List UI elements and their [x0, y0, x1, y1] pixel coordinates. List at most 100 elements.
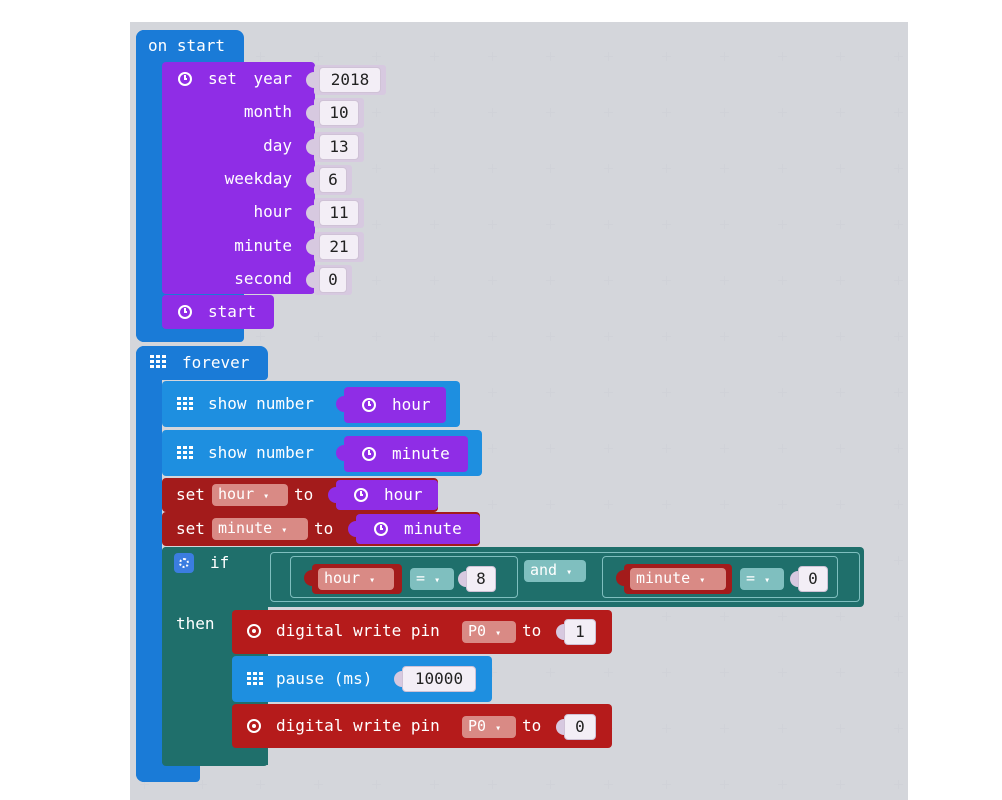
grid-mark — [604, 332, 613, 341]
pause-label: pause (ms) — [276, 669, 373, 688]
grid-mark — [430, 780, 439, 789]
number-input[interactable]: 0 — [564, 714, 596, 740]
number-input[interactable]: 8 — [466, 566, 496, 592]
hour-reporter[interactable] — [336, 480, 438, 510]
grid-mark — [662, 276, 671, 285]
grid-mark — [720, 332, 729, 341]
number-input[interactable]: 0 — [798, 566, 828, 592]
grid-mark — [894, 220, 903, 229]
grid-mark — [778, 500, 787, 509]
minute-variable-dropdown[interactable]: minute ▾ — [212, 518, 308, 540]
grid-mark — [720, 668, 729, 677]
grid-mark — [778, 220, 787, 229]
set-time-block[interactable] — [162, 62, 315, 294]
grid-mark — [372, 332, 381, 341]
socket — [304, 570, 312, 586]
grid-mark — [836, 220, 845, 229]
time-field-input[interactable]: 21 — [319, 233, 359, 260]
grid-mark — [604, 444, 613, 453]
grid-mark — [430, 52, 439, 61]
operator-dropdown[interactable]: = ▾ — [410, 568, 454, 590]
hour-variable-label: hour — [324, 569, 361, 587]
gear-icon[interactable] — [174, 553, 194, 573]
grid-mark — [488, 668, 497, 677]
digital-write-label: digital write pin — [276, 716, 440, 735]
operator-dropdown[interactable]: = ▾ — [740, 568, 784, 590]
time-field-label: hour — [253, 202, 292, 222]
grid-mark — [778, 780, 787, 789]
grid-mark — [836, 276, 845, 285]
number-input[interactable]: 1 — [564, 619, 596, 645]
digital-write-block-1[interactable] — [232, 610, 612, 654]
dropdown-caret-icon: ▾ — [495, 628, 502, 639]
grid-mark — [430, 164, 439, 173]
grid-mark — [662, 388, 671, 397]
time-field-input[interactable]: 0 — [319, 266, 347, 293]
grid-mark — [720, 220, 729, 229]
grid-mark — [488, 164, 497, 173]
grid-mark — [778, 612, 787, 621]
grid-mark — [372, 780, 381, 789]
grid-mark — [604, 780, 613, 789]
hour-variable-label: hour — [218, 485, 255, 503]
grid-mark — [314, 780, 323, 789]
start-label: start — [208, 302, 257, 321]
grid-mark — [894, 52, 903, 61]
time-field-input[interactable]: 11 — [319, 200, 359, 227]
grid-mark — [256, 332, 265, 341]
dropdown-caret-icon: ▾ — [263, 491, 270, 502]
time-field-input[interactable]: 10 — [319, 100, 359, 127]
operator-label: = — [746, 569, 756, 587]
pin-dropdown[interactable]: P0 ▾ — [462, 716, 516, 738]
forever-label: forever — [182, 353, 250, 372]
socket — [348, 521, 356, 537]
hour-variable-dropdown[interactable]: hour ▾ — [212, 484, 288, 506]
number-input[interactable]: 10000 — [402, 666, 476, 692]
time-field-input[interactable]: 6 — [319, 166, 347, 193]
grid-mark — [836, 388, 845, 397]
grid-mark — [836, 668, 845, 677]
minute-reporter-label: minute — [404, 519, 462, 538]
grid-mark — [778, 724, 787, 733]
clock-icon — [178, 305, 192, 319]
and-dropdown[interactable]: and ▾ — [524, 560, 586, 582]
if-label: if — [210, 553, 230, 572]
grid-mark — [488, 276, 497, 285]
grid-icon — [177, 397, 193, 411]
hour-variable-dropdown[interactable]: hour ▾ — [318, 568, 394, 590]
grid-mark — [894, 332, 903, 341]
pin-label: P0 — [468, 717, 487, 735]
grid-mark — [720, 164, 729, 173]
grid-mark — [604, 164, 613, 173]
grid-mark — [546, 52, 555, 61]
grid-mark — [720, 724, 729, 733]
grid-mark — [488, 220, 497, 229]
grid-mark — [546, 332, 555, 341]
time-field-input[interactable]: 2018 — [319, 67, 381, 93]
socket — [306, 138, 314, 155]
grid-mark — [662, 52, 671, 61]
set-label: set — [176, 485, 205, 504]
show-number-label: show number — [208, 443, 314, 462]
grid-mark — [488, 388, 497, 397]
grid-mark — [836, 164, 845, 173]
grid-mark — [894, 444, 903, 453]
if-bottom — [162, 748, 268, 766]
forever-bottom — [136, 762, 200, 782]
grid-mark — [894, 780, 903, 789]
minute-variable-dropdown[interactable]: minute ▾ — [630, 568, 726, 590]
grid-mark — [778, 276, 787, 285]
grid-mark — [720, 388, 729, 397]
grid-mark — [372, 52, 381, 61]
pin-dropdown[interactable]: P0 ▾ — [462, 621, 516, 643]
grid-mark — [604, 52, 613, 61]
time-field-input[interactable]: 13 — [319, 133, 359, 160]
digital-write-block-2[interactable] — [232, 704, 612, 748]
grid-mark — [430, 108, 439, 117]
grid-mark — [604, 220, 613, 229]
socket — [556, 719, 564, 735]
grid-mark — [662, 668, 671, 677]
grid-mark — [778, 108, 787, 117]
dropdown-caret-icon: ▾ — [495, 723, 502, 734]
hour-reporter[interactable] — [344, 387, 446, 423]
